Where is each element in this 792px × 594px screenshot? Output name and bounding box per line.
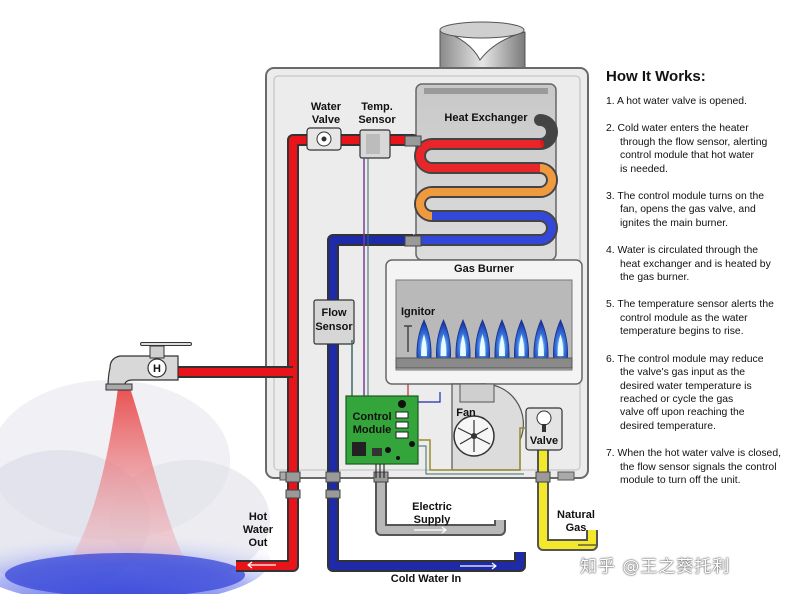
flow-sensor-label-1: Flow [321, 307, 346, 319]
flow-sensor: Flow Sensor [313, 299, 355, 398]
valve-label: Valve [530, 435, 558, 447]
burner-flame-core [479, 334, 486, 356]
step-line: 2. Cold water enters the heater [606, 123, 749, 135]
burner-flame-core [557, 334, 564, 356]
flow-sensor-label-2: Sensor [315, 321, 353, 333]
step-line: is needed. [620, 163, 668, 175]
step-line: 1. A hot water valve is opened. [606, 96, 747, 107]
cold-water-in-label: Cold Water In [391, 573, 462, 585]
natural-gas-pipe [537, 440, 598, 551]
how-it-works-panel: How It Works: 1. A hot water valve is op… [606, 68, 792, 501]
step-line: the flow sensor signals the control [620, 461, 777, 473]
step-line: control module that hot water [620, 150, 754, 162]
hot-water-out-label-3: Out [249, 537, 268, 549]
step-line: heat exchanger and is heated by [620, 258, 771, 270]
step-line: valve off upon reaching the [620, 407, 745, 419]
heat-exchanger: Heat Exchanger [410, 83, 558, 261]
pipe-fittings [285, 135, 551, 499]
hot-water-out-label-1: Hot [249, 511, 268, 523]
step-line: control module as the water [620, 312, 748, 324]
burner-flame-core [538, 334, 544, 356]
step-line: 6. The control module may reduce [606, 353, 764, 365]
step-line: the gas burner. [620, 272, 690, 284]
water-valve: Water Valve [306, 101, 342, 151]
step-line: reached or cycle the gas [620, 393, 734, 405]
control-module: Control Module [345, 384, 526, 478]
temp-sensor-label-2: Sensor [358, 114, 396, 126]
step-line: 4. Water is circulated through the [606, 245, 759, 257]
temp-sensor-label-1: Temp. [361, 101, 393, 113]
step-line: 7. When the hot water valve is closed, [606, 448, 781, 460]
step-line: the valve's gas input as the [620, 367, 746, 379]
burner-flame-core [421, 334, 427, 356]
control-module-label-1: Control [352, 411, 391, 423]
step-line: fan, opens the gas valve, and [620, 204, 756, 216]
temp-sensor: Temp. Sensor [358, 101, 396, 398]
step-line: temperature begins to rise. [620, 326, 744, 338]
natural-gas-label-1: Natural [557, 509, 595, 521]
cold-water-pipe [327, 234, 526, 572]
step-line: 5. The temperature sensor alerts the [606, 299, 774, 311]
how-it-works-steps: 1. A hot water valve is opened. 2. Cold w… [606, 95, 792, 487]
burner-flame-core [499, 334, 505, 356]
burner-flame-core [440, 334, 447, 356]
electric-supply-label-1: Electric [412, 501, 452, 513]
natural-gas-label-2: Gas [566, 522, 587, 534]
burner-flames [416, 319, 569, 359]
ignitor-label: Ignitor [401, 306, 436, 318]
control-module-label-2: Module [353, 424, 392, 436]
watermark: 知乎 @王之葵托利 [580, 557, 731, 577]
gas-burner-label: Gas Burner [454, 263, 515, 275]
gas-valve: Valve [525, 407, 563, 451]
how-it-works-step: 1. A hot water valve is opened. [606, 95, 792, 108]
how-it-works-step: 7. When the hot water valve is closed,th… [606, 447, 792, 487]
hot-water-out-label-2: Water [243, 524, 274, 536]
how-it-works-step: 6. The control module may reduce the valv… [606, 353, 792, 433]
how-it-works-title: How It Works: [606, 68, 706, 85]
fan-label: Fan [456, 407, 476, 419]
step-line: desired temperature. [620, 420, 716, 432]
water-valve-label-2: Valve [312, 114, 340, 126]
step-line: ignites the main burner. [620, 217, 729, 229]
heat-exchanger-label: Heat Exchanger [444, 112, 528, 124]
step-line: desired water temperature is [620, 380, 752, 392]
gas-burner: Gas Burner Ignitor [385, 259, 583, 385]
step-line: 3. The control module turns on the [606, 191, 765, 203]
water-valve-label-1: Water [311, 101, 342, 113]
burner-flame-core [518, 334, 525, 356]
electric-supply-label-2: Supply [414, 514, 452, 526]
electric-supply-conduit [375, 478, 506, 536]
step-line: module to turn off the unit. [620, 474, 741, 486]
step-line: through the flow sensor, alerting [620, 136, 768, 148]
fan: Fan [451, 383, 524, 471]
burner-flame-core [460, 334, 466, 356]
hot-water-faucet: H [105, 342, 192, 391]
faucet-hot-badge: H [153, 363, 161, 375]
water-splash [0, 380, 270, 594]
